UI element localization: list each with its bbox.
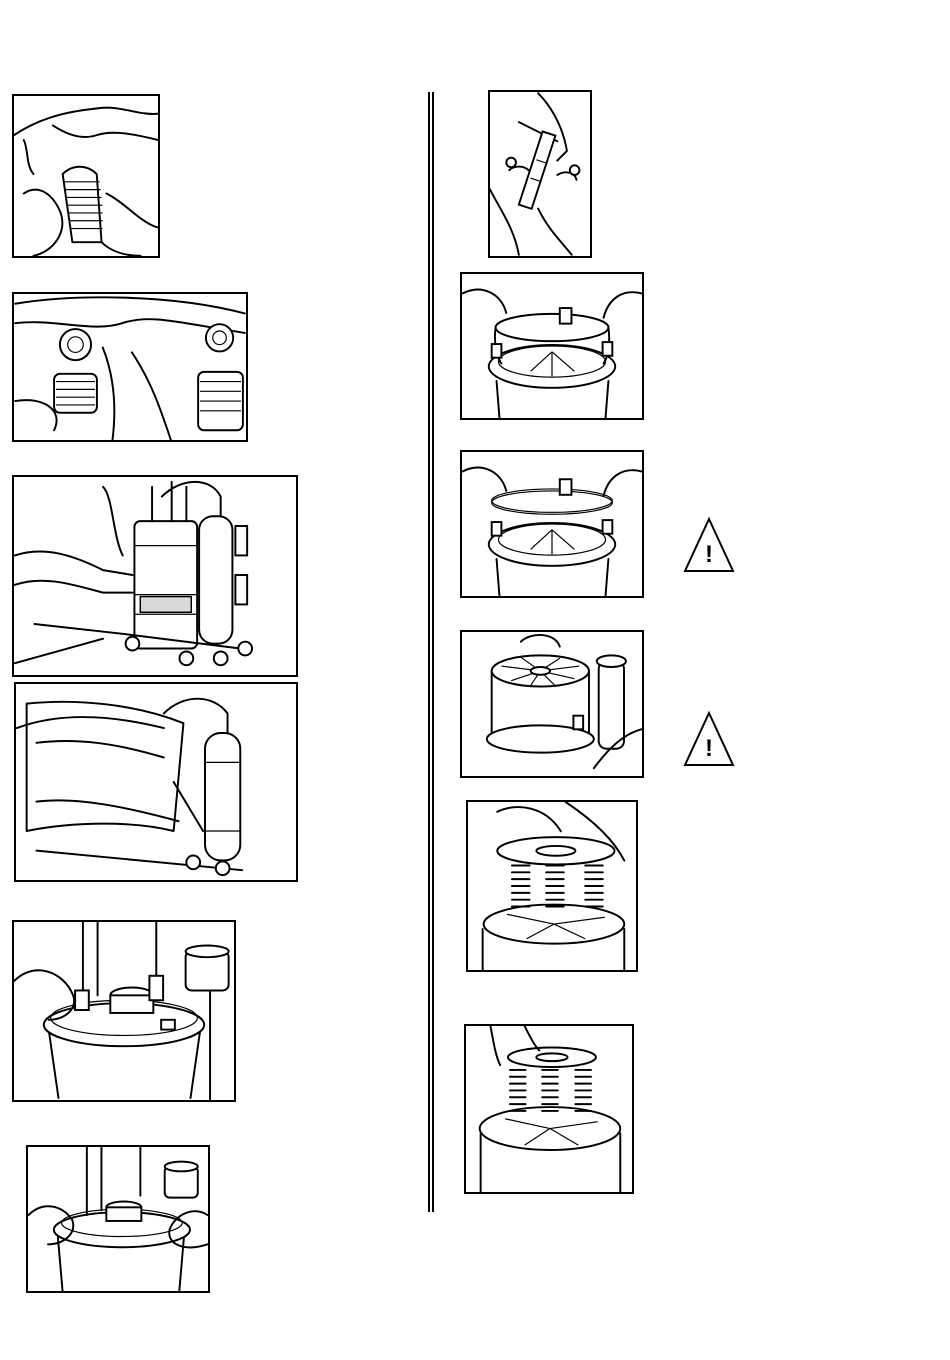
filter-head-icon <box>28 1147 208 1291</box>
fig-filter-unit-lift <box>14 682 298 882</box>
filter-head-icon <box>14 922 234 1100</box>
fig-seal-ring-detail <box>460 450 644 598</box>
column-divider <box>428 92 434 1212</box>
fig-spring-plate-lift <box>466 800 638 972</box>
spring-plate-icon <box>468 802 636 970</box>
fig-seal-ring-remove <box>460 272 644 420</box>
fig-hose-ports <box>12 292 248 442</box>
filter-unit-icon <box>14 477 296 675</box>
warning-triangle-icon: ! <box>682 710 736 768</box>
seal-ring-icon <box>462 452 642 596</box>
fig-basket-lid <box>460 630 644 778</box>
basket-lid-icon <box>462 632 642 776</box>
svg-text:!: ! <box>705 541 713 568</box>
fig-hose-connect <box>12 94 160 258</box>
filter-unit-lift-icon <box>16 684 296 880</box>
seal-ring-icon <box>462 274 642 418</box>
fig-filter-unit-unclip <box>12 475 298 677</box>
hose-ports-icon <box>14 294 246 440</box>
fig-clip-tool <box>488 90 592 258</box>
hand-hose-icon <box>14 96 158 256</box>
fig-head-unscrew <box>26 1145 210 1293</box>
clip-tool-icon <box>490 92 590 256</box>
warning-triangle-icon: ! <box>682 516 736 574</box>
fig-spring-plate-seat <box>464 1024 634 1194</box>
svg-text:!: ! <box>705 735 713 762</box>
fig-head-remove <box>12 920 236 1102</box>
spring-plate-icon <box>466 1026 632 1192</box>
